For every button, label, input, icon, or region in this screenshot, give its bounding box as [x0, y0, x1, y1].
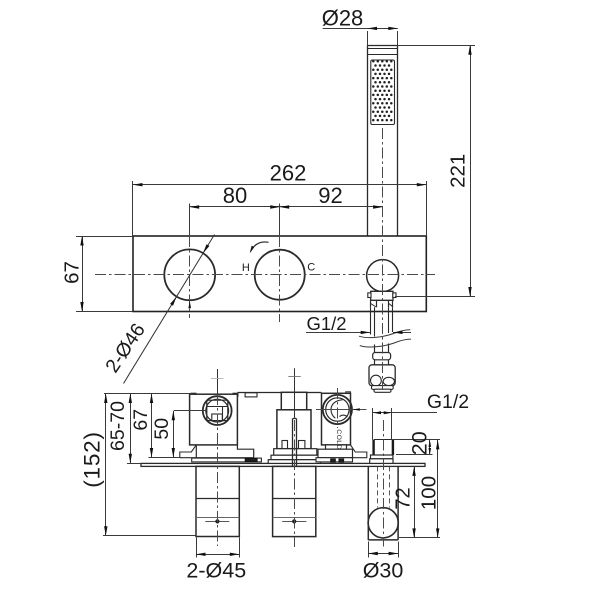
- svg-text:G1/2: G1/2: [427, 391, 469, 413]
- svg-text:20: 20: [408, 431, 432, 455]
- svg-text:Ø30: Ø30: [363, 558, 404, 582]
- svg-text:C: C: [307, 261, 315, 273]
- svg-text:2-Ø45: 2-Ø45: [186, 558, 246, 582]
- svg-text:80: 80: [223, 183, 247, 208]
- svg-text:67: 67: [60, 261, 83, 284]
- svg-text:65-70: 65-70: [107, 401, 129, 451]
- svg-text:G1/2: G1/2: [306, 313, 346, 334]
- svg-text:(152): (152): [80, 431, 105, 488]
- svg-text:262: 262: [270, 161, 307, 186]
- svg-text:Ø28: Ø28: [322, 6, 364, 31]
- svg-text:H: H: [242, 262, 250, 274]
- svg-text:221: 221: [447, 154, 470, 188]
- svg-text:67: 67: [130, 409, 152, 431]
- svg-text:100: 100: [418, 476, 441, 510]
- svg-text:COLD: COLD: [335, 429, 342, 449]
- svg-text:72: 72: [393, 487, 415, 509]
- svg-text:50: 50: [151, 418, 173, 440]
- svg-text:92: 92: [318, 183, 342, 208]
